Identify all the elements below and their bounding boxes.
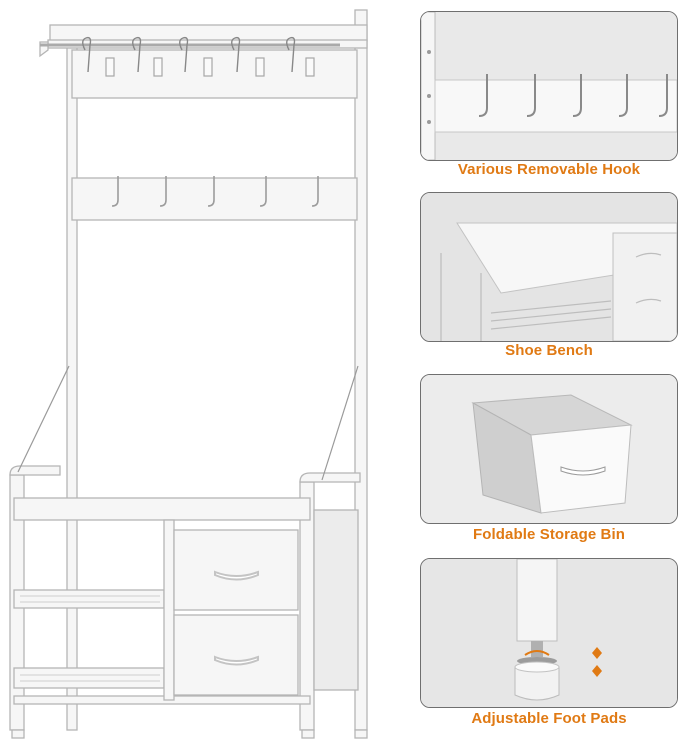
feature-label-hook: Various Removable Hook bbox=[457, 161, 641, 178]
shoe-bench-closeup-panel bbox=[420, 192, 678, 342]
foot-pad-closeup-icon bbox=[421, 559, 677, 707]
foot-pad-closeup-panel bbox=[420, 558, 678, 708]
hook-closeup-panel bbox=[420, 11, 678, 161]
feature-label-foot-pads: Adjustable Foot Pads bbox=[471, 710, 627, 727]
hall-tree-product-illustration bbox=[9, 9, 368, 739]
storage-bin-closeup-icon bbox=[421, 375, 677, 523]
feature-label-storage-bin: Foldable Storage Bin bbox=[472, 526, 625, 543]
shoe-bench-closeup-icon bbox=[421, 193, 677, 341]
feature-label-shoe-bench: Shoe Bench bbox=[505, 342, 593, 359]
storage-bin-closeup-panel bbox=[420, 374, 678, 524]
hook-closeup-icon bbox=[421, 12, 677, 160]
